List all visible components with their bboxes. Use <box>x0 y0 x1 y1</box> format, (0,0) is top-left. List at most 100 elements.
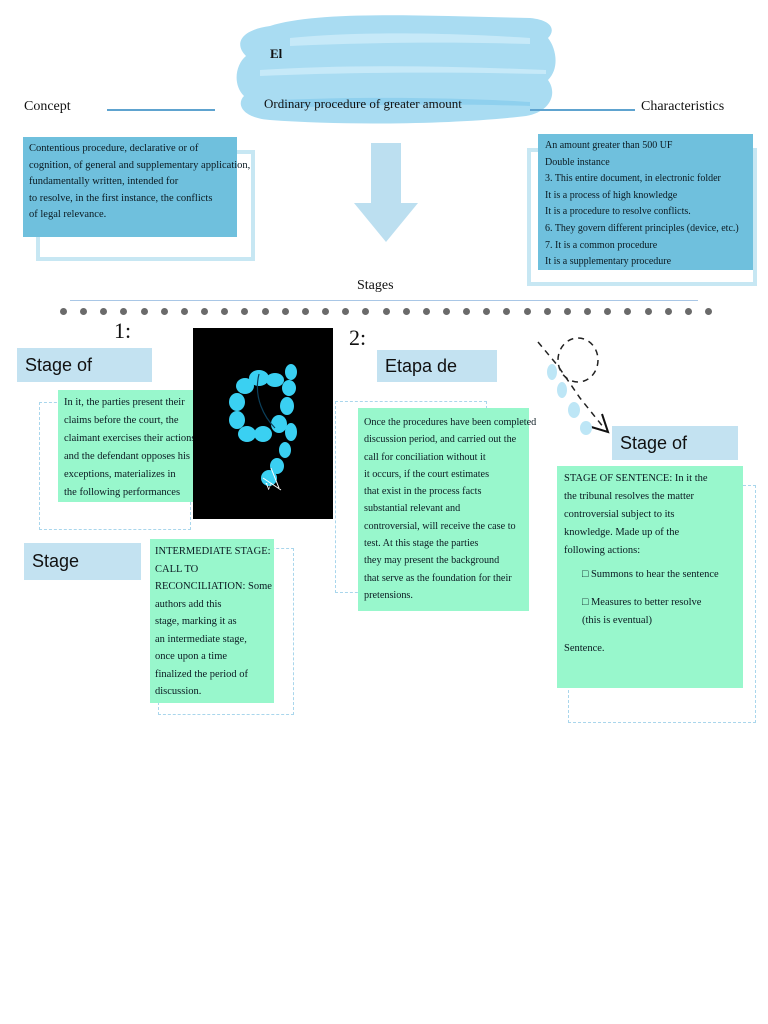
stage-2-box: Once the procedures have been completed … <box>358 408 537 611</box>
divider-dot <box>322 308 329 315</box>
title-glyph: El <box>270 46 283 61</box>
divider-dot <box>443 308 450 315</box>
concept-line: fundamentally written, intended for <box>29 176 179 187</box>
divider-dot <box>383 308 390 315</box>
divider-dot <box>100 308 107 315</box>
divider-dot <box>60 308 67 315</box>
stage-1-number: 1: <box>114 318 132 343</box>
characteristics-heading: Characteristics <box>641 99 725 114</box>
decorative-image: V <box>193 328 333 519</box>
divider-dot <box>503 308 510 315</box>
stage-2-number: 2: <box>349 325 367 350</box>
divider-dot <box>221 308 228 315</box>
stage-mid-label: Stage <box>24 543 141 580</box>
stage-1-label: Stage of <box>17 348 152 382</box>
stage-mid-line: stage, marking it as <box>155 616 237 627</box>
stages-heading: Stages <box>357 278 394 293</box>
divider-dot <box>120 308 127 315</box>
divider-dot <box>302 308 309 315</box>
divider-dot <box>624 308 631 315</box>
stage-3-bullet-text: Measures to better resolve <box>590 597 702 608</box>
stage-3-bullet-text: Summons to hear the sentence <box>590 569 719 580</box>
stages-divider-line <box>70 300 698 301</box>
divider-dot <box>181 308 188 315</box>
stage-mid-line: discussion. <box>155 686 202 697</box>
stage-1-line: In it, the parties present their <box>64 397 185 408</box>
divider-dot <box>685 308 692 315</box>
divider-dot <box>282 308 289 315</box>
divider-dot <box>241 308 248 315</box>
stage-1-line: claims before the court, the <box>64 415 179 426</box>
divider-dot <box>403 308 410 315</box>
stage-2-line: it occurs, if the court estimates <box>364 468 490 480</box>
concept-line: cognition, of general and supplementary … <box>29 159 251 171</box>
characteristic-line: 6. They govern different principles (dev… <box>545 222 739 234</box>
stage-2-line: test. At this stage the parties <box>364 538 479 550</box>
divider-dot <box>705 308 712 315</box>
stage-3-bullet: □ Summons to hear the sentence <box>564 566 736 584</box>
stage-mid-line: authors add this <box>155 598 222 610</box>
characteristics-connector-line <box>530 109 635 111</box>
down-arrow-icon <box>354 143 418 242</box>
stage-2-line: that exist in the process facts <box>364 486 482 498</box>
concept-box: Contentious procedure, declarative or of… <box>23 137 251 237</box>
characteristic-line: It is a process of high knowledge <box>545 189 678 201</box>
stage-3-bullet: □ Measures to better resolve <box>564 594 736 612</box>
concept-line: of legal relevance. <box>29 209 107 220</box>
stage-3-label: Stage of <box>612 426 738 460</box>
stage-3-line: knowledge. Made up of the <box>564 527 680 538</box>
stage-3-line: the tribunal resolves the matter <box>564 491 695 502</box>
stage-2-line: Once the procedures have been completed <box>364 417 537 428</box>
stage-3-final: Sentence. <box>564 643 605 654</box>
stage-3-line: STAGE OF SENTENCE: In it the <box>564 473 708 484</box>
divider-dot <box>141 308 148 315</box>
divider-dot <box>584 308 591 315</box>
stage-2-line: substantial relevant and <box>364 503 461 515</box>
stage-mid-line: RECONCILIATION: Some <box>155 581 272 592</box>
divider-dot <box>544 308 551 315</box>
stage-1-box: In it, the parties present their claims … <box>58 390 196 502</box>
stage-2-line: discussion period, and carried out the <box>364 434 517 446</box>
stage-mid-line: an intermediate stage, <box>155 633 247 645</box>
stage-3-line: controversial subject to its <box>564 509 675 520</box>
stage-mid-line: once upon a time <box>155 651 228 662</box>
stage-3-bullet-note: (this is eventual) <box>582 615 652 626</box>
image-caption: V <box>265 482 273 493</box>
divider-dot <box>423 308 430 315</box>
stage-2-line: pretensions. <box>364 589 413 601</box>
stage-mid-line: CALL TO <box>155 563 199 575</box>
divider-dot <box>665 308 672 315</box>
divider-dot <box>645 308 652 315</box>
concept-line: Contentious procedure, declarative or of <box>29 143 199 154</box>
concept-line: to resolve, in the first instance, the c… <box>29 192 213 204</box>
title-brush-background <box>236 15 556 124</box>
divider-dot <box>604 308 611 315</box>
stage-mid-box: INTERMEDIATE STAGE: CALL TO RECONCILIATI… <box>150 539 274 703</box>
stage-1-line: the following performances <box>64 487 181 498</box>
dashed-loop-arrow-icon <box>537 337 610 435</box>
characteristic-line: It is a procedure to resolve conflicts. <box>545 206 691 218</box>
main-title: Ordinary procedure of greater amount <box>264 96 462 111</box>
divider-dot <box>524 308 531 315</box>
divider-dot <box>362 308 369 315</box>
divider-dot <box>483 308 490 315</box>
divider-dot <box>262 308 269 315</box>
characteristic-line: 7. It is a common procedure <box>545 239 658 251</box>
characteristics-box: An amount greater than 500 UF Double ins… <box>538 134 753 270</box>
stage-3-line: following actions: <box>564 545 641 556</box>
checkbox-icon: □ <box>582 597 589 608</box>
concept-connector-line <box>107 109 215 111</box>
characteristic-line: Double instance <box>545 156 610 168</box>
letter-g-drawing-icon: V <box>229 364 297 493</box>
divider-dot <box>342 308 349 315</box>
characteristic-line: It is a supplementary procedure <box>545 256 672 268</box>
characteristic-line: An amount greater than 500 UF <box>545 140 673 151</box>
stage-1-line: exceptions, materializes in <box>64 469 176 480</box>
stage-2-line: that serve as the foundation for their <box>364 572 512 584</box>
divider-dot <box>161 308 168 315</box>
stage-mid-line: finalized the period of <box>155 668 249 680</box>
divider-dot <box>201 308 208 315</box>
divider-dot <box>564 308 571 315</box>
divider-dot <box>80 308 87 315</box>
stage-mid-line: INTERMEDIATE STAGE: <box>155 546 271 557</box>
